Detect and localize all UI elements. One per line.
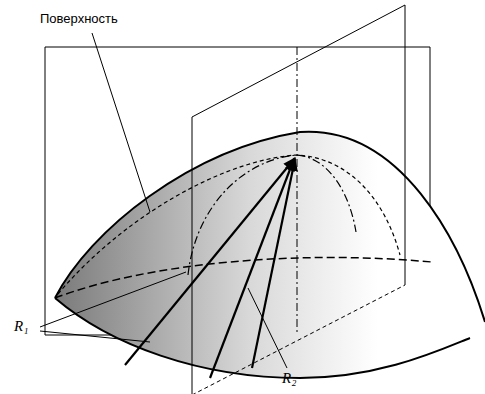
radius-label: R₁ [14,318,28,335]
radius-arrows [125,158,295,378]
radius-label: R₂ [282,370,296,387]
section-curve [58,155,400,294]
surface-top-edge [55,132,485,322]
surface-label: Поверхность [40,12,118,26]
transverse-plane [192,5,405,394]
axis-line [297,47,298,335]
leader-lines [40,33,287,368]
surface-fill [55,132,485,378]
surface-bottom-edge [55,298,470,378]
